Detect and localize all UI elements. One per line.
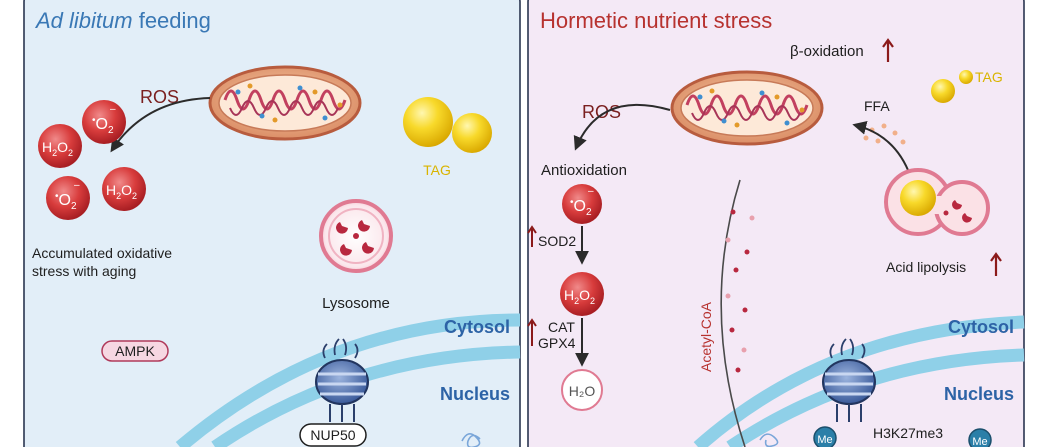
tag-lipid-droplets-icon — [403, 97, 492, 153]
h2o2-sphere: H2O2 — [38, 124, 82, 168]
svg-text:–: – — [74, 180, 80, 191]
left-cytosol-label: Cytosol — [444, 317, 510, 337]
sod2-label: SOD2 — [538, 233, 576, 249]
left-outer-membrane — [175, 313, 521, 447]
antioxidation-label: Antioxidation — [541, 162, 627, 179]
me-label: Me — [972, 436, 987, 447]
acid-lipolysis-label: Acid lipolysis — [886, 259, 966, 275]
left-panel-title: Ad libitum feeding — [34, 8, 211, 33]
svg-text:H2O2: H2O2 — [564, 287, 595, 306]
chromatin-icon — [759, 433, 779, 447]
h2o2-sphere: H2O2 — [102, 167, 146, 211]
svg-text:H2O2: H2O2 — [42, 139, 73, 158]
right-ros-arrow — [573, 103, 671, 151]
o2-radical-sphere: •O2 – — [46, 176, 90, 220]
beta-oxidation-up-arrow-head — [882, 38, 894, 48]
h2o-sphere — [561, 369, 603, 411]
chromatin-icon — [461, 433, 481, 447]
lysosome-icon — [319, 199, 393, 273]
gpx4-label: GPX4 — [538, 335, 576, 351]
nup50-label: NUP50 — [310, 427, 355, 443]
svg-text:•O2: •O2 — [92, 115, 114, 136]
nuclear-pore-complex-icon — [822, 338, 876, 422]
methyl-mark-icon — [968, 428, 992, 447]
accumulated-stress-line1: Accumulated oxidative — [32, 245, 172, 261]
lysosome-label: Lysosome — [322, 295, 390, 312]
ffa-particles — [863, 123, 906, 145]
o2-radical-sphere: •O2 – — [82, 100, 126, 144]
ampk-label: AMPK — [115, 343, 155, 359]
acid-lipolysis-up-arrow-head — [990, 252, 1002, 262]
o2-radical-sphere: •O2 – — [562, 184, 602, 224]
left-ros-arrow — [110, 97, 211, 153]
lipolysis-lysosome-icon — [884, 168, 990, 236]
sod2-up-arrow-head — [527, 225, 537, 234]
nup50-badge — [299, 423, 367, 447]
right-tag-label: TAG — [975, 69, 1003, 85]
accumulated-stress-line2: stress with aging — [32, 263, 136, 279]
ffa-arrow — [852, 120, 911, 176]
svg-text:•O2: •O2 — [55, 191, 77, 212]
left-nucleus-label: Nucleus — [440, 384, 510, 404]
right-nucleus-label: Nucleus — [944, 384, 1014, 404]
ffa-label: FFA — [864, 98, 890, 114]
svg-text:H2O2: H2O2 — [106, 182, 137, 201]
methyl-mark-icon — [813, 426, 837, 447]
right-panel-title: Hormetic nutrient stress — [540, 8, 772, 33]
cat-gpx4-up-arrow-head — [527, 318, 537, 327]
beta-oxidation-label: β-oxidation — [790, 43, 864, 60]
me-label: Me — [817, 434, 832, 446]
acetyl-coa-dots — [725, 209, 755, 373]
svg-text:•O2: •O2 — [570, 197, 592, 218]
h3k27me3-label: H3K27me3 — [873, 425, 943, 441]
tag-droplet-small — [959, 70, 973, 84]
ampk-badge — [101, 340, 169, 362]
nuclear-pore-complex-icon — [315, 338, 369, 422]
svg-text:–: – — [110, 104, 116, 115]
left-tag-label: TAG — [423, 162, 451, 178]
cat-label: CAT — [548, 319, 575, 335]
h2o-label: H₂O — [569, 383, 596, 399]
mitochondrion-icon — [670, 70, 824, 146]
right-cytosol-label: Cytosol — [948, 317, 1014, 337]
acetyl-coa-label: Acetyl-CoA — [698, 301, 714, 372]
left-ros-label: ROS — [140, 87, 179, 107]
svg-text:–: – — [588, 186, 594, 197]
tag-droplet-large — [931, 79, 955, 103]
right-ros-label: ROS — [582, 102, 621, 122]
h2o2-sphere: H2O2 — [560, 272, 604, 316]
mitochondrion-icon — [208, 65, 362, 141]
right-outer-membrane — [693, 315, 1025, 447]
